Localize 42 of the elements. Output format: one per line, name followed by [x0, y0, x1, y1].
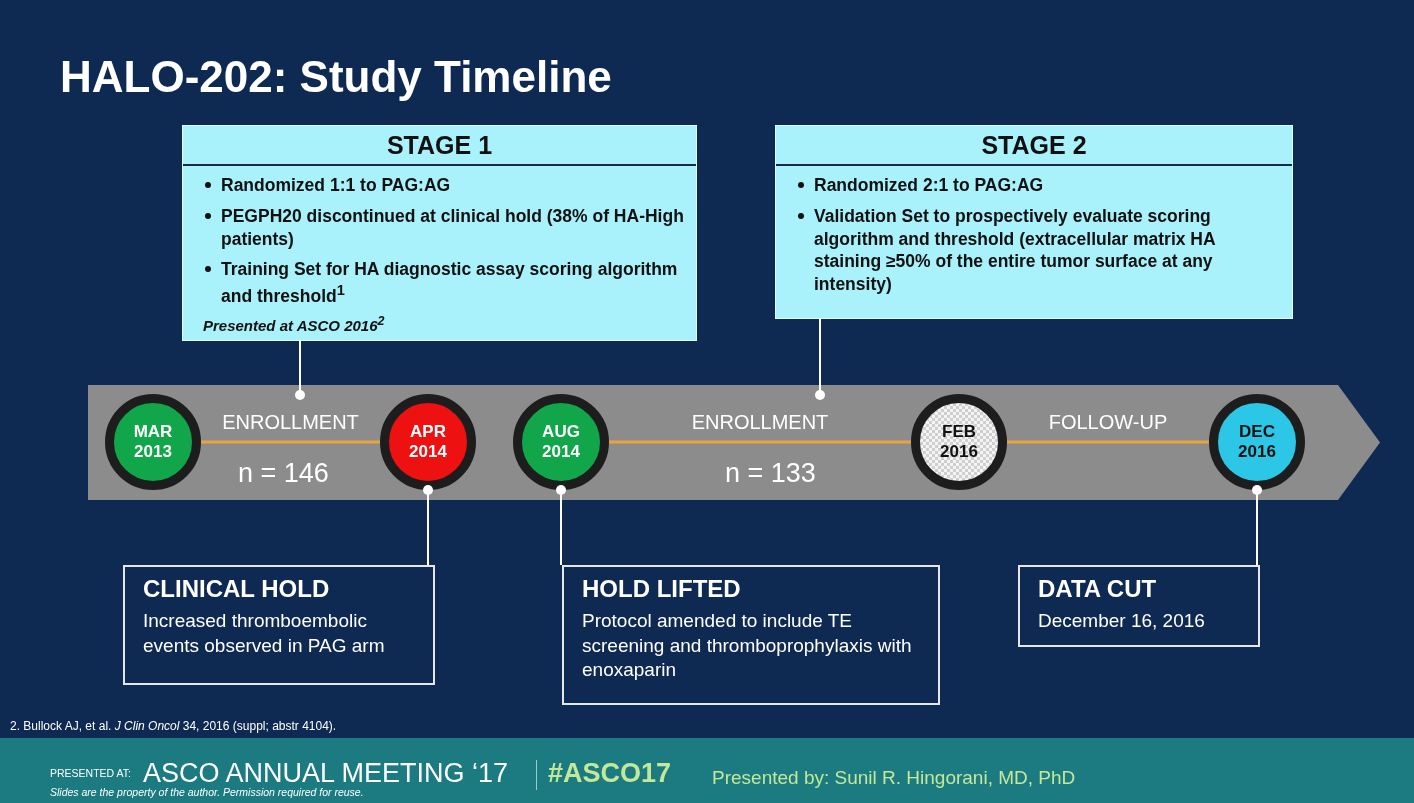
date-text: APR 2014: [408, 421, 448, 463]
stage-box: [775, 125, 1293, 319]
event-heading: CLINICAL HOLD: [143, 575, 331, 603]
timeline-line: [609, 440, 911, 444]
stage-heading: STAGE 2: [776, 126, 1292, 166]
leader-line: [295, 339, 305, 400]
footnote: 2. Bullock AJ, et al. J Clin Oncol 34, 2016 (suppl; abstr 4104).: [10, 719, 337, 733]
date-text: DEC 2016: [1237, 421, 1277, 463]
bullet-item: Randomized 2:1 to PAG:AG: [798, 174, 1280, 197]
edge-label: ENROLLMENT: [691, 411, 829, 434]
presenter-credit: Presented by: Sunil R. Hingorani, MD, PhD: [712, 767, 1076, 789]
date-text: MAR 2013: [132, 421, 174, 463]
bullet-item: Validation Set to prospectively evaluate scoring algorithm and threshold (extracellular matrix HA staining ≥50% of the entire tumor surface at any intensity): [798, 204, 1280, 296]
timeline-line: [201, 440, 380, 444]
hashtag: #ASCO17: [548, 758, 672, 789]
meeting-name: ASCO ANNUAL MEETING ‘17: [143, 758, 509, 788]
note: Presented at ASCO 2016$^{2}$: [203, 313, 386, 334]
event-heading: HOLD LIFTED: [582, 575, 742, 603]
timeline-line: [1007, 440, 1209, 444]
event-description: December 16, 2016: [1038, 609, 1206, 633]
edge-label: ENROLLMENT: [222, 411, 359, 434]
event-description: Increased thromboembolic events observed in PAG arm: [143, 609, 386, 658]
leader-line: [815, 317, 825, 400]
stage-heading: STAGE 1: [183, 126, 696, 166]
event-box: [562, 565, 940, 705]
sample-size: n = 133: [725, 458, 816, 489]
slide-title: HALO-202: Study Timeline: [60, 52, 612, 102]
date-text: AUG 2014: [541, 421, 581, 463]
event-box: [123, 565, 435, 685]
event-box: [1018, 565, 1260, 647]
stage-box: [182, 125, 697, 341]
event-heading: DATA CUT: [1038, 575, 1158, 603]
bullet-item: Randomized 1:1 to PAG:AG: [205, 174, 684, 197]
bullet-item: PEGPH20 discontinued at clinical hold (38% of HA-High patients): [205, 204, 684, 251]
event-description: Protocol amended to include TE screening and thromboprophylaxis with enoxaparin: [582, 609, 913, 683]
edge-label: FOLLOW-UP: [1048, 411, 1168, 434]
disclaimer: Slides are the property of the author. Permission required for reuse.: [50, 786, 364, 798]
bullet-item: Training Set for HA diagnostic assay scoring algorithm and threshold$^{1}$: [205, 258, 684, 308]
timeline-arrow-band: [88, 385, 1380, 500]
sample-size: n = 146: [238, 458, 329, 489]
date-text: FEB 2016: [939, 421, 979, 463]
footer-text: PRESENTED AT:: [50, 767, 131, 779]
